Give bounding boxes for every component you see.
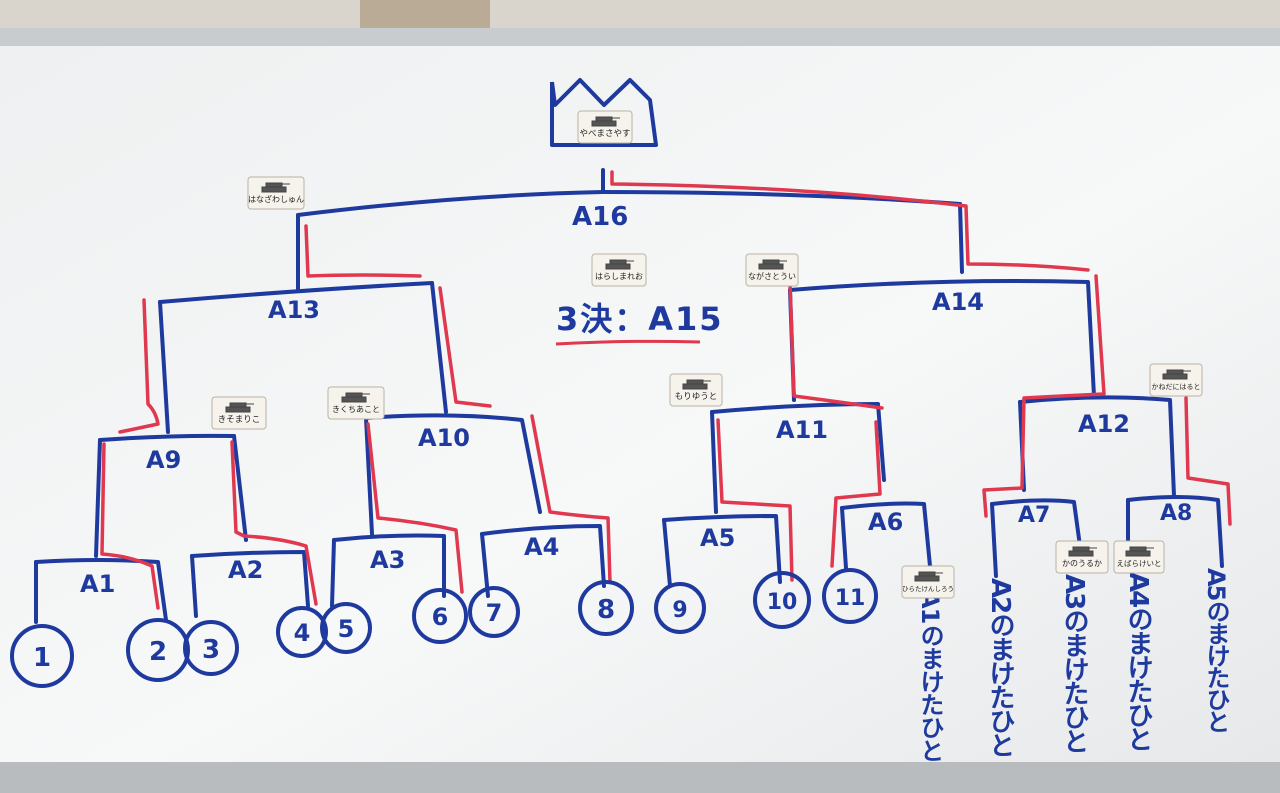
seed-circle xyxy=(468,586,520,638)
seed-circle xyxy=(753,571,811,629)
bracket-lines-blue xyxy=(34,168,1224,624)
match-label-a1: A1 xyxy=(80,570,115,598)
seed-circle xyxy=(654,582,706,634)
tank-icon xyxy=(341,392,370,403)
seed-circle xyxy=(10,624,74,688)
tank-icon xyxy=(1068,546,1097,557)
seed-number-9: 9 xyxy=(672,598,687,623)
seed-circle xyxy=(126,618,190,682)
seed-number-11: 11 xyxy=(835,586,866,611)
tag-name: はなざわしゅん xyxy=(248,194,304,204)
match-label-a12: A12 xyxy=(1078,410,1130,438)
name-tag-a8-winner: えばらけいと xyxy=(1113,540,1165,574)
loser-note-a5: A5のまけたひと xyxy=(1202,568,1230,732)
tank-icon xyxy=(1125,546,1154,557)
match-labels: A16 A13 A14 A9 A10 A11 A12 A1 A2 A3 A4 A… xyxy=(80,202,1192,598)
tank-icon xyxy=(758,259,787,270)
match-label-a8: A8 xyxy=(1160,501,1192,526)
seed-circle xyxy=(412,588,468,644)
seed-circle xyxy=(578,580,634,636)
tag-card xyxy=(745,253,799,287)
seed-circle xyxy=(320,602,372,654)
bracket-lines-red xyxy=(100,170,1232,610)
name-tag-a14-winner: ながさとうい xyxy=(745,253,799,287)
tag-name: かのうるか xyxy=(1062,559,1102,568)
tag-card xyxy=(669,373,723,407)
name-tag-champion: やべまさやす xyxy=(577,110,633,144)
tank-icon xyxy=(261,182,290,193)
tag-card xyxy=(247,176,305,210)
seed-number-3: 3 xyxy=(202,635,220,665)
tank-icon xyxy=(605,259,634,270)
seed-number-4: 4 xyxy=(294,619,311,647)
seed-number-2: 2 xyxy=(149,637,167,667)
tag-name: やべまさやす xyxy=(579,129,630,139)
seed-circle xyxy=(183,620,239,676)
tag-card xyxy=(211,396,267,430)
tag-name: きくちあこと xyxy=(332,405,380,414)
tag-card xyxy=(1149,363,1203,397)
match-label-a7: A7 xyxy=(1018,503,1050,528)
match-label-a2: A2 xyxy=(228,556,263,584)
loser-note-a1: A1のまけたひと xyxy=(916,590,944,761)
match-label-a4: A4 xyxy=(524,533,559,561)
tank-icon xyxy=(591,116,620,127)
crown-icon xyxy=(550,78,658,147)
name-tag-a12-winner: かねだにはると xyxy=(1149,363,1203,397)
seed-number-1: 1 xyxy=(33,643,51,673)
board-frame xyxy=(0,28,1280,50)
name-tag-a7-winner: かのうるか xyxy=(1055,540,1109,574)
match-label-a3: A3 xyxy=(370,546,405,574)
match-label-a5: A5 xyxy=(700,524,735,552)
tag-name: かねだにはると xyxy=(1152,383,1201,391)
third-place-note: 3決：A15 xyxy=(556,300,724,338)
match-label-a14: A14 xyxy=(932,288,984,316)
tank-icon xyxy=(914,571,943,582)
name-tag-a6-winner: ひらたけんしろう xyxy=(901,565,955,599)
loser-note-a3: A3のまけたひと xyxy=(1059,574,1089,753)
match-label-a10: A10 xyxy=(418,424,470,452)
tag-card xyxy=(591,253,647,287)
loser-notes: A1のまけたひと A2のまけたひと A3のまけたひと A4のまけたひと A5のま… xyxy=(916,568,1230,761)
name-tag-a13-winner: はなざわしゅん xyxy=(247,176,305,210)
match-label-a16: A16 xyxy=(572,202,628,232)
seed-number-10: 10 xyxy=(767,590,798,615)
seed-numbers: 1 2 3 4 5 6 7 8 9 10 11 xyxy=(33,586,865,673)
tag-card xyxy=(1113,540,1165,574)
seed-number-8: 8 xyxy=(597,595,615,625)
tag-name: はらしまれお xyxy=(595,272,643,281)
tag-name: えばらけいと xyxy=(1117,559,1162,568)
seed-number-5: 5 xyxy=(338,615,355,643)
match-label-a13: A13 xyxy=(268,296,320,324)
loser-note-a4: A4のまけたひと xyxy=(1123,572,1153,751)
seed-number-6: 6 xyxy=(432,603,449,631)
name-tag-a9-winner: きそまりこ xyxy=(211,396,267,430)
seed-number-7: 7 xyxy=(486,599,503,627)
tag-card xyxy=(577,110,633,144)
tag-name: もりゆうと xyxy=(675,392,718,402)
tag-name: ひらたけんしろう xyxy=(902,585,954,593)
board-bottom-frame xyxy=(0,762,1280,793)
match-label-a11: A11 xyxy=(776,416,828,444)
match-label-a9: A9 xyxy=(146,446,181,474)
match-label-a6: A6 xyxy=(868,508,903,536)
tag-card xyxy=(1055,540,1109,574)
tag-card xyxy=(901,565,955,599)
loser-note-a2: A2のまけたひと xyxy=(985,578,1015,757)
seed-circle xyxy=(822,568,878,624)
tag-name: ながさとうい xyxy=(748,271,796,281)
third-place-underline xyxy=(555,339,701,346)
seed-circle xyxy=(276,606,328,658)
tank-icon xyxy=(682,379,711,390)
name-tag-a10-winner: きくちあこと xyxy=(327,386,385,420)
name-tags: やべまさやす はなざわしゅん はらしまれお ながさとうい きそまりこ きくちあこ… xyxy=(211,110,1203,599)
tag-card xyxy=(327,386,385,420)
tank-icon xyxy=(1162,369,1191,380)
name-tag-a11-winner: もりゆうと xyxy=(669,373,723,407)
seed-circles xyxy=(10,568,878,688)
name-tag-third-place: はらしまれお xyxy=(591,253,647,287)
tag-name: きそまりこ xyxy=(218,415,261,425)
tank-icon xyxy=(225,402,254,413)
